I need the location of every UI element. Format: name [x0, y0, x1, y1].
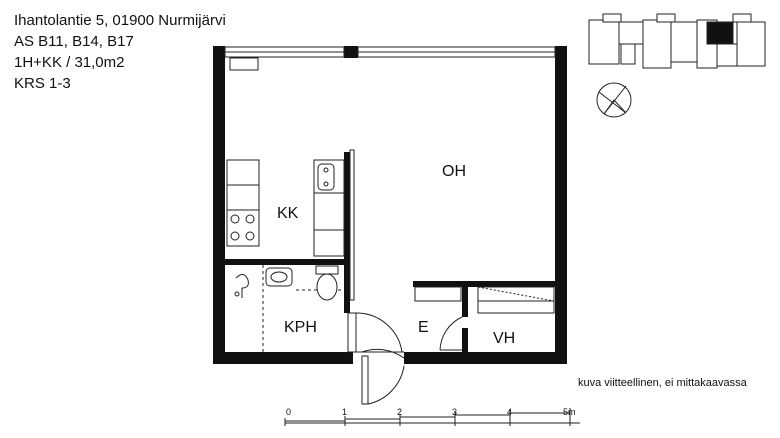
room-label-living: OH — [442, 163, 466, 180]
kitchen-cabinets-left — [226, 159, 260, 247]
interior-walls — [225, 152, 555, 352]
shower-icon — [234, 274, 249, 298]
wardrobe-vh — [439, 286, 555, 351]
listing-info: Ihantolantie 5, 01900 Nurmijärvi AS B11,… — [14, 10, 226, 94]
room-label-bathroom: KPH — [284, 319, 317, 336]
sink-icon — [317, 163, 335, 191]
scale-bar — [284, 408, 580, 426]
entrance-door — [353, 348, 405, 405]
window-top — [224, 46, 556, 71]
scale-tick-3: 3 — [452, 407, 457, 417]
exterior-walls — [213, 46, 567, 364]
building-key-plan-icon — [588, 13, 766, 69]
room-label-kitchen: KK — [277, 205, 299, 222]
scale-tick-5: 5m — [563, 407, 576, 417]
apartment-codes: AS B11, B14, B17 — [14, 33, 134, 50]
room-label-entrance: E — [418, 319, 429, 336]
scale-tick-2: 2 — [397, 407, 402, 417]
floors-text: KRS 1-3 — [14, 75, 71, 92]
room-label-wardrobe: VH — [493, 330, 515, 347]
disclaimer-note: kuva viitteellinen, ei mittakaavassa — [578, 377, 747, 389]
address-text: Ihantolantie 5, 01900 Nurmijärvi — [14, 12, 226, 29]
compass-icon — [596, 82, 632, 118]
scale-tick-labels: 0 1 2 3 4 5m — [286, 407, 576, 417]
stove-icon — [230, 214, 255, 241]
toilet-icon — [315, 265, 339, 301]
scale-tick-4: 4 — [507, 407, 512, 417]
bathroom-door — [347, 312, 403, 353]
bathroom-fixtures — [262, 265, 344, 352]
type-area-text: 1H+KK / 31,0m2 — [14, 54, 125, 71]
scale-tick-1: 1 — [342, 407, 347, 417]
entrance-shelf — [414, 286, 462, 302]
scale-tick-0: 0 — [286, 407, 291, 417]
